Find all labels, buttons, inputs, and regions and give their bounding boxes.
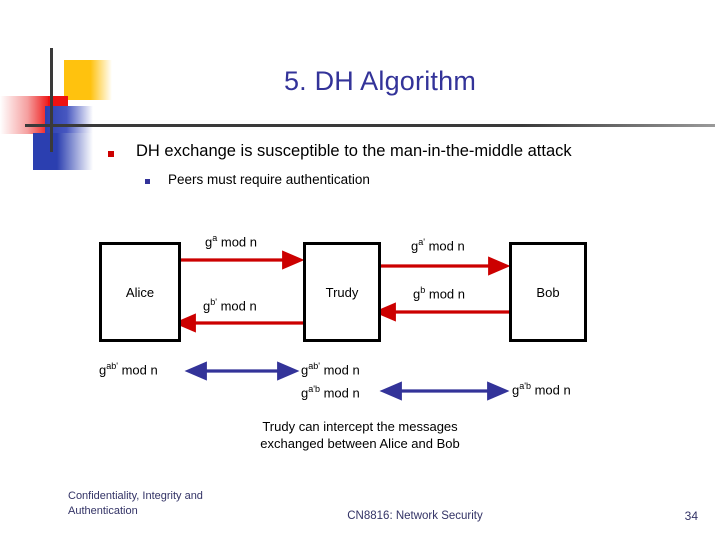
logo-yellow-square: [64, 60, 112, 100]
secret-label-trudy-with-alice: gab' mod n: [301, 361, 360, 378]
node-label-trudy: Trudy: [325, 284, 359, 300]
message-label-gaprime: ga' mod n: [411, 237, 465, 254]
caption-line-1: Trudy can intercept the messages: [262, 419, 458, 434]
bullet-level2: Peers must require authentication: [145, 172, 370, 187]
message-label-ga: ga mod n: [205, 233, 257, 250]
message-label-gbprime: gb' mod n: [203, 297, 257, 314]
logo-red-gradient: [0, 96, 50, 134]
bullet-level1-text: DH exchange is susceptible to the man-in…: [136, 142, 572, 160]
footer-topic-line-2: Authentication: [68, 505, 138, 517]
node-label-bob: Bob: [536, 284, 560, 300]
diagram-node-bob: Bob: [509, 242, 587, 342]
header-horizontal-rule: [25, 124, 715, 127]
page-title: 5. DH Algorithm: [283, 66, 477, 96]
slide-logo: [0, 40, 130, 170]
bullet-level2-text: Peers must require authentication: [168, 172, 370, 187]
message-label-gb: gb mod n: [413, 285, 465, 302]
footer-course-title: CN8816: Network Security: [347, 510, 483, 522]
bullet-square-marker-blue: [145, 179, 150, 184]
diagram-node-alice: Alice: [99, 242, 181, 342]
logo-vertical-rule: [50, 48, 53, 152]
secret-label-trudy-with-bob: ga'b mod n: [301, 384, 360, 401]
secret-label-bob: ga'b mod n: [512, 381, 571, 398]
footer-page-number: 34: [684, 509, 698, 523]
node-label-alice: Alice: [125, 284, 155, 300]
secret-label-alice: gab' mod n: [99, 361, 158, 378]
bullet-square-marker-red: [108, 151, 114, 157]
footer-course-topic: Confidentiality, Integrity and Authentic…: [68, 489, 298, 519]
diagram-caption: Trudy can intercept the messages exchang…: [160, 418, 560, 452]
diagram-node-trudy: Trudy: [303, 242, 381, 342]
bullet-level1: DH exchange is susceptible to the man-in…: [108, 142, 572, 161]
footer-topic-line-1: Confidentiality, Integrity and: [68, 490, 203, 502]
logo-blue-square: [33, 133, 93, 170]
caption-line-2: exchanged between Alice and Bob: [260, 436, 460, 451]
